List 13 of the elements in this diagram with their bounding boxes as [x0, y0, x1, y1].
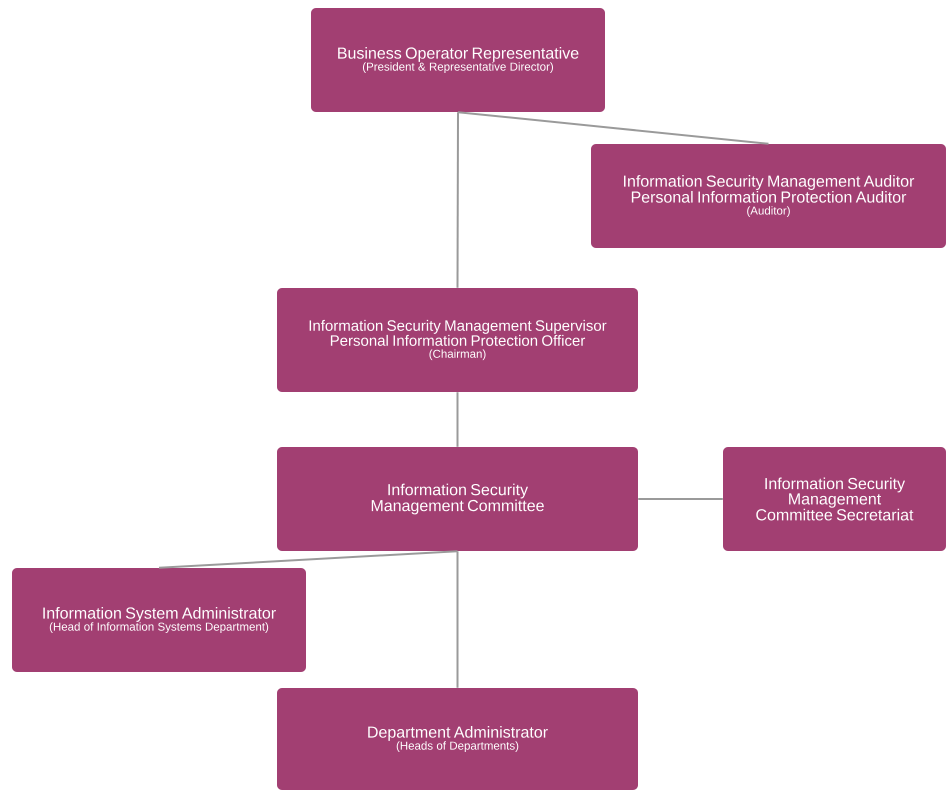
- org-box: Business Operator Representative (President & Representative Director): [311, 8, 605, 112]
- org-box: Department Administrator (Heads of Departments): [277, 688, 638, 790]
- org-box: Information Security Management Supervisor Personal Information Protection Officer (Chairman): [277, 288, 638, 392]
- org-box: Information Security Management Committee: [277, 447, 638, 551]
- connector-line: [456, 551, 458, 688]
- connector-line: [638, 498, 723, 500]
- org-box: Information Security Management Committee Secretariat: [723, 447, 946, 551]
- org-box: Information Security Management Auditor Personal Information Protection Auditor (Auditor): [591, 144, 946, 248]
- connector-line: [458, 111, 769, 145]
- connector-line: [158, 550, 458, 569]
- connector-line: [456, 392, 458, 447]
- connector-line: [456, 112, 459, 288]
- org-box: Information System Administrator (Head of Information Systems Department): [12, 568, 306, 672]
